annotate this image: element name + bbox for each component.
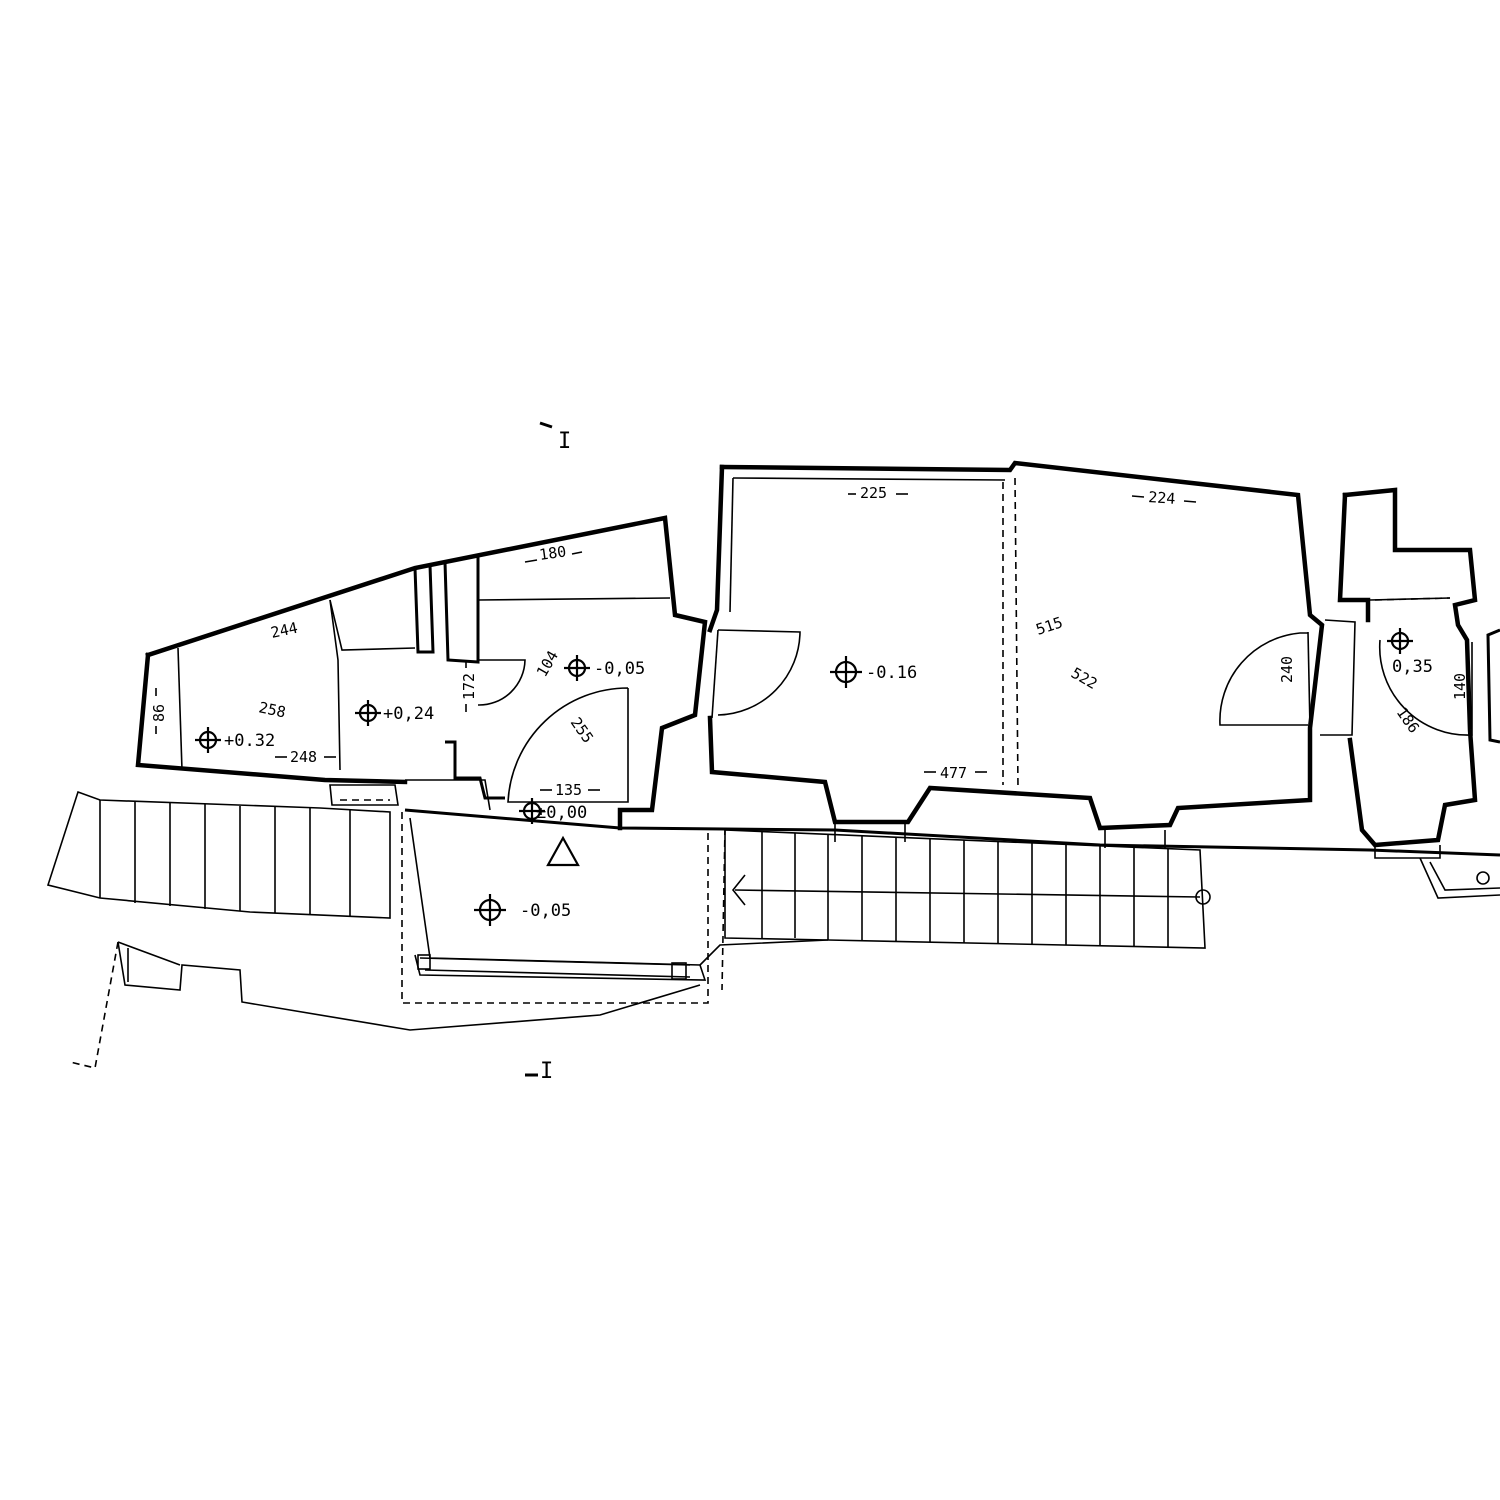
section-top-label: I [558, 429, 571, 454]
dimension-ticks [155, 493, 1197, 791]
door-swing-west [717, 629, 801, 716]
stair-arrow-head [731, 874, 746, 906]
level-symbol-d [830, 656, 862, 688]
wall-left-wing-west [135, 652, 408, 785]
level-symbol-b [355, 700, 381, 726]
dim-label-225: 225 [860, 484, 887, 502]
closet-left [329, 599, 416, 651]
dash-middle-divider-2 [1014, 477, 1019, 789]
dim-label-522: 522 [1068, 664, 1100, 693]
terrace-rail [419, 957, 691, 978]
stair-right-treads [761, 832, 1169, 947]
door-swing-stair [477, 659, 526, 706]
level-label-g: -0,05 [520, 901, 571, 921]
dim-label-135: 135 [555, 781, 582, 799]
dash-right-top [1374, 597, 1451, 601]
dim-label-186: 186 [1393, 704, 1423, 737]
right-bollard [1476, 871, 1490, 885]
right-jamb [1320, 619, 1356, 736]
door-swings [477, 629, 1473, 803]
stairs-left [46, 790, 391, 919]
dim-label-515: 515 [1034, 613, 1065, 638]
door-swing-right [1378, 639, 1473, 736]
door-swing-east [1219, 632, 1308, 726]
walls [135, 460, 1500, 857]
level-label-a: +0.32 [224, 731, 275, 751]
terrace-outline [409, 817, 707, 981]
dim-label-86: 86 [150, 704, 168, 722]
dim-label-224: 224 [1148, 488, 1176, 508]
stairs-right [724, 829, 1211, 949]
dim-label-240: 240 [1278, 656, 1296, 683]
level-symbol-a [195, 727, 221, 753]
wall-left-inner-2 [443, 555, 480, 664]
wall-entry-stub [445, 740, 505, 800]
level-symbols [195, 628, 1413, 926]
ground-outline [117, 941, 701, 1031]
terrace-post-right [671, 962, 687, 980]
section-bottom-label: I [540, 1059, 553, 1084]
dash-lower-left [69, 941, 119, 1069]
door-swing-entry [507, 687, 629, 803]
stair-left-outline [46, 790, 391, 919]
right-ramp [1419, 857, 1500, 899]
dim-label-258: 258 [257, 698, 287, 721]
section-marks: I I [525, 421, 571, 1084]
wall-left-inner [413, 564, 435, 654]
partition-left [177, 647, 183, 771]
step-box-4 [1104, 830, 1166, 848]
middle-inner-top [732, 477, 1006, 481]
dim-label-104: 104 [533, 648, 562, 680]
ground-notch [117, 941, 181, 982]
level-symbol-c [564, 655, 590, 681]
wall-right-block [1342, 487, 1478, 848]
dim-label-477: 477 [940, 764, 967, 782]
dim-label-172: 172 [460, 673, 478, 700]
stair-landing [477, 597, 671, 601]
level-symbol-e [1387, 628, 1413, 654]
terrace-post-left [417, 954, 431, 970]
level-label-d: -0.16 [866, 663, 917, 683]
dim-label-140: 140 [1451, 673, 1469, 700]
level-label-c: -0,05 [594, 659, 645, 679]
middle-inner-left [729, 477, 734, 613]
level-label-b: +0,24 [383, 704, 434, 724]
wall-right-west [1337, 492, 1371, 623]
dim-label-244: 244 [269, 619, 299, 642]
stair-right-outline [724, 829, 1206, 949]
level-labels: +0.32 +0,24 -0,05 -0.16 0,35 ±0,00 -0,05 [224, 657, 1433, 921]
level-label-e: 0,35 [1392, 657, 1433, 677]
partition-mid-left [329, 599, 341, 771]
terrace [117, 817, 829, 1031]
door-jamb-b [1307, 631, 1311, 729]
dashed-lines [69, 477, 1451, 1069]
step-box-2 [405, 779, 491, 811]
dim-label-180: 180 [538, 542, 567, 564]
stair-left-treads [99, 800, 351, 917]
section-top-line [539, 421, 553, 429]
wall-right-east-stub [1486, 628, 1500, 744]
right-steps [1374, 845, 1441, 859]
level-label-f: ±0,00 [536, 803, 587, 823]
entry-triangle [546, 835, 580, 867]
door-jamb-a [711, 629, 719, 719]
wall-left-wing [145, 515, 708, 831]
level-symbol-f [519, 798, 545, 824]
dim-label-255: 255 [567, 714, 597, 747]
stair-end-dot [1195, 889, 1211, 905]
stair-right-centerline [734, 889, 1201, 898]
wall-middle-west [707, 464, 725, 633]
dim-label-248: 248 [290, 748, 317, 766]
step-box [329, 784, 399, 806]
terrace-ramp [699, 939, 829, 966]
wall-facade-line [404, 808, 1500, 857]
level-symbol-g [474, 894, 506, 926]
wall-middle-block [707, 460, 1325, 831]
